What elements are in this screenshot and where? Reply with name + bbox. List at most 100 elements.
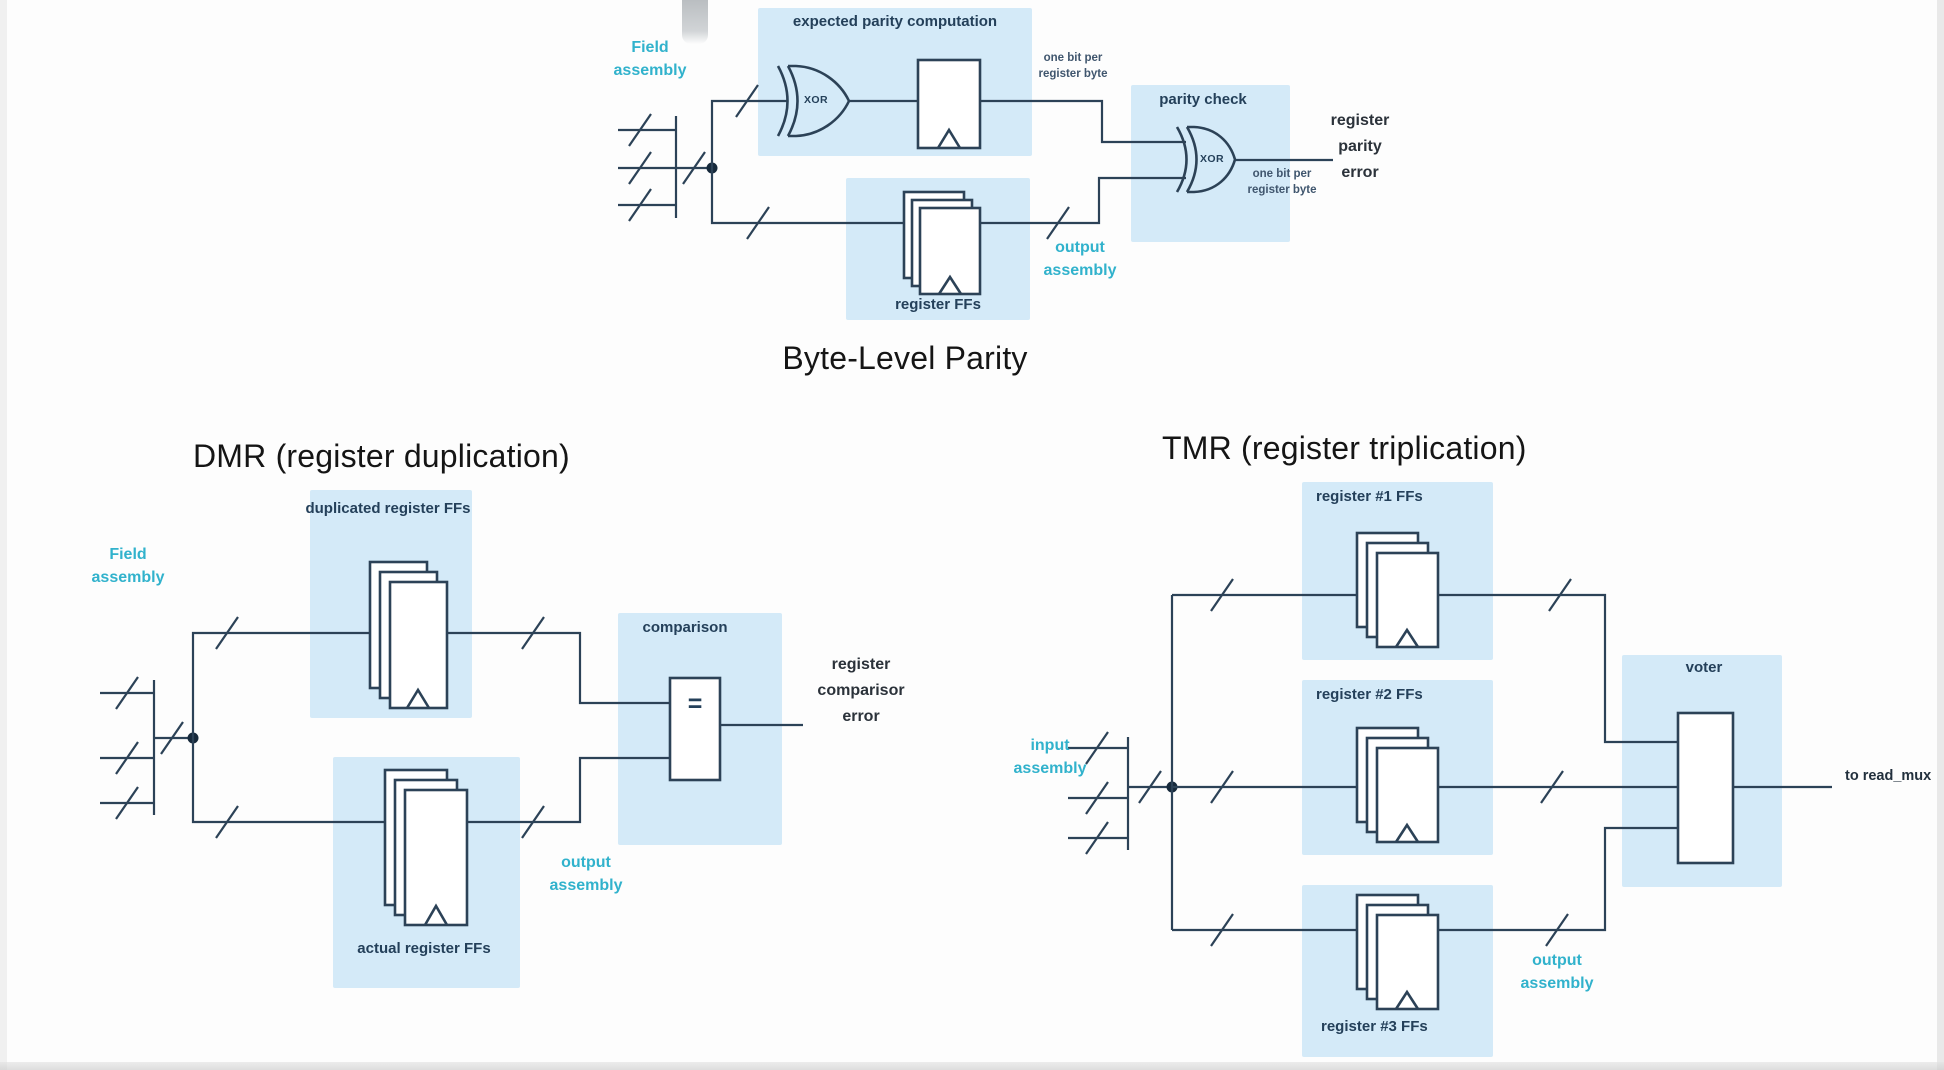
- byte-level-parity-title: Byte-Level Parity: [782, 340, 1028, 376]
- field-assembly-label: Field assembly: [613, 39, 687, 79]
- bus-width-slash: [521, 616, 545, 650]
- tmr-title: TMR (register triplication): [1162, 430, 1527, 466]
- flipflop-icon: [916, 58, 982, 150]
- wire: [1438, 826, 1678, 932]
- ff-sheet: [918, 206, 982, 296]
- wire: [710, 99, 787, 168]
- video-artifact-blob: [682, 0, 708, 44]
- bus-width-slash: [1548, 578, 1572, 612]
- bus-width-slash: [1210, 770, 1234, 804]
- dmr-title: DMR (register duplication): [193, 438, 570, 474]
- bus-width-slash: [1085, 731, 1109, 765]
- bus-width-slash: [521, 805, 545, 839]
- output-assembly-label: output assembly: [1520, 952, 1594, 992]
- bus-width-slash: [735, 84, 759, 118]
- register2-ffs-label: register #2 FFs: [1316, 686, 1423, 703]
- wire: [710, 168, 906, 225]
- highlight-boxes: [758, 8, 1290, 320]
- frame-edge-right: [1937, 0, 1944, 1070]
- bus-width-slash: [115, 786, 139, 820]
- clock-triangle: [936, 127, 962, 149]
- frame-edge-left: [0, 0, 7, 1070]
- one-bit-per-byte-bottom-label: one bit per register byte: [1247, 168, 1317, 196]
- comparison-label: comparison: [642, 619, 728, 636]
- wire: [467, 756, 670, 824]
- input-bus-stubs: [618, 128, 676, 207]
- register-ffs-label: register FFs: [895, 296, 981, 313]
- actual-ffs-label: actual register FFs: [357, 940, 491, 957]
- flipflop-body: [916, 58, 982, 150]
- ff-stack-icon: [383, 768, 469, 927]
- bus-width-slash: [1085, 821, 1109, 855]
- wire: [191, 631, 390, 738]
- ff-sheet: [388, 580, 449, 710]
- wire: [980, 99, 1186, 144]
- register1-ffs-label: register #1 FFs: [1316, 488, 1423, 505]
- bus-width-slash: [215, 805, 239, 839]
- clock-triangle: [405, 687, 431, 709]
- wire: [1438, 593, 1678, 744]
- bus-width-slash: [1540, 770, 1564, 804]
- voter-label: voter: [1685, 659, 1723, 676]
- output-assembly-label: output assembly: [1043, 239, 1117, 279]
- bus-width-slash: [1138, 770, 1162, 804]
- ff-stack-icon: [902, 190, 982, 296]
- wire: [980, 176, 1186, 225]
- expected-parity-label: expected parity computation: [792, 13, 998, 30]
- input-bus-stubs: [100, 691, 154, 805]
- comparator-icon: [668, 676, 722, 782]
- clock-triangle: [1394, 822, 1420, 843]
- xor-input-arc: [786, 65, 799, 137]
- bus-width-slash: [1046, 206, 1070, 240]
- xor-input-arc: [1185, 126, 1198, 193]
- bus-width-slash: [628, 113, 652, 147]
- field-assembly-label: Field assembly: [91, 546, 165, 586]
- expected-parity-box: [758, 8, 1032, 156]
- parity-check-box: [1131, 85, 1290, 242]
- xor1-gate-label: XOR: [804, 94, 828, 106]
- register-comparisor-error-label: register comparisor error: [817, 656, 905, 725]
- bus-width-slash: [1210, 578, 1234, 612]
- bus-width-slash: [628, 188, 652, 222]
- output-assembly-label: output assembly: [549, 854, 623, 894]
- ff-sheet: [403, 788, 469, 927]
- xor2-gate-label: XOR: [1200, 153, 1224, 165]
- xor-input-arc: [1175, 126, 1188, 193]
- frame-edge-bottom: [0, 1062, 1944, 1070]
- input-assembly-label: input assembly: [1013, 737, 1087, 777]
- bus-width-slash: [115, 741, 139, 775]
- byte-parity-diagram: [618, 8, 1333, 320]
- ff-stack-icon: [1355, 726, 1440, 844]
- clock-triangle: [1394, 989, 1420, 1010]
- bus-width-slash: [215, 616, 239, 650]
- wire: [447, 631, 670, 705]
- bus-width-slash: [1210, 913, 1234, 947]
- clock-triangle: [1394, 627, 1420, 648]
- bus-width-slash: [1085, 781, 1109, 815]
- ff-stack-icon: [368, 560, 449, 710]
- bus-width-slash: [115, 676, 139, 710]
- clock-triangle: [937, 274, 963, 295]
- tmr-diagram: [1068, 482, 1832, 1057]
- voter-icon: [1676, 711, 1735, 865]
- wire: [191, 738, 405, 824]
- clock-triangle: [423, 903, 449, 926]
- bus-width-slash: [160, 721, 184, 755]
- one-bit-per-byte-top-label: one bit per register byte: [1038, 52, 1108, 80]
- ff-stack-icon: [1355, 531, 1440, 649]
- comparator-equals-symbol: =: [687, 690, 703, 718]
- xor-input-arc: [776, 65, 789, 137]
- ff-sheet: [1375, 551, 1440, 649]
- register3-ffs-label: register #3 FFs: [1321, 1018, 1428, 1035]
- ff-stack-icon: [1355, 893, 1440, 1011]
- to-read-mux-label: to read_mux: [1845, 768, 1932, 784]
- bus-width-slash: [746, 206, 770, 240]
- register-parity-error-label: register parity error: [1330, 112, 1390, 181]
- duplicated-ffs-label: duplicated register FFs: [305, 500, 471, 517]
- parity-check-label: parity check: [1159, 91, 1247, 108]
- bus-width-slash: [628, 151, 652, 185]
- bus-width-slash: [1545, 913, 1569, 947]
- bus-width-slash: [682, 151, 706, 185]
